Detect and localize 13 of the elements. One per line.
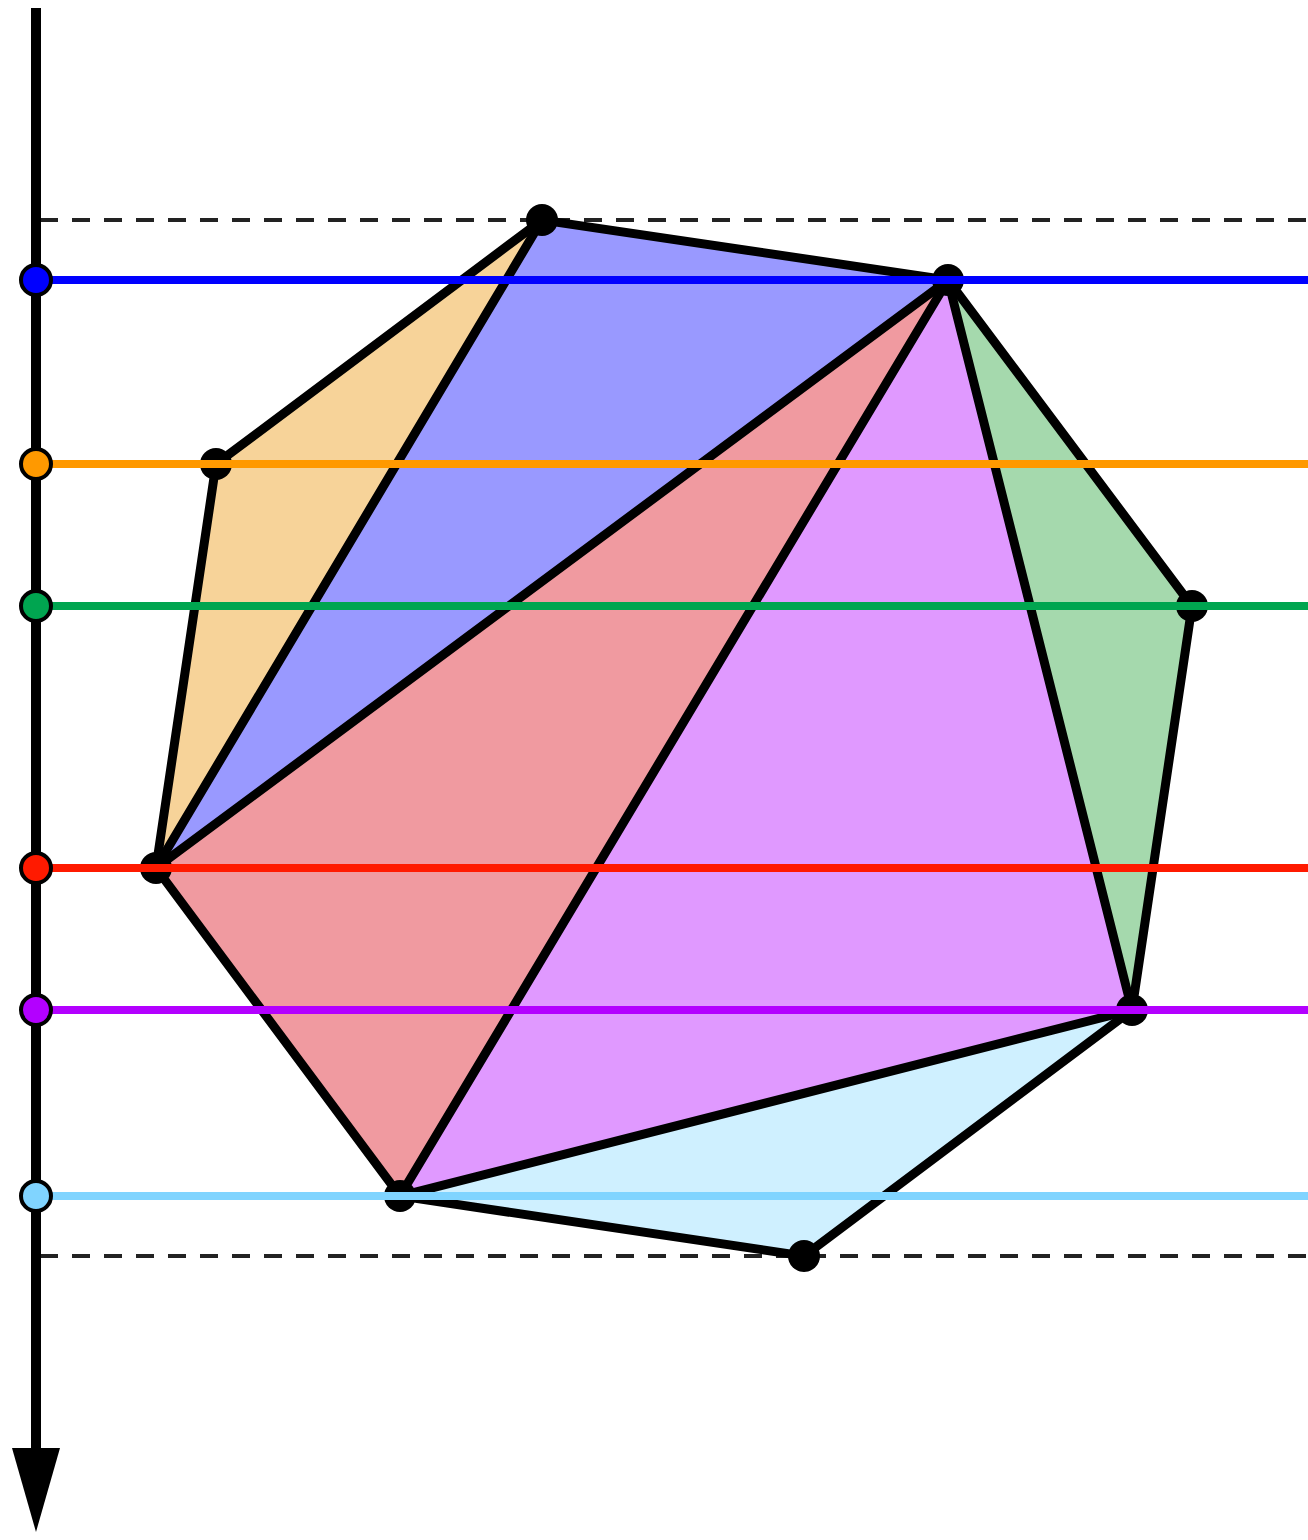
polygon-edge: [1129, 617, 1195, 999]
vertex-dot: [788, 1240, 820, 1272]
polygon-edge: [159, 229, 539, 859]
polygon-edge: [224, 225, 534, 459]
polygon-edge: [403, 289, 945, 1187]
polygon-edge: [812, 1015, 1124, 1251]
polygon-edge: [164, 285, 940, 863]
polygon-edge: [161, 876, 395, 1188]
polygon-edge: [411, 1009, 1121, 1197]
polygon-edge: [953, 288, 1187, 598]
vertex-dot: [526, 204, 558, 236]
polygon-edge: [947, 291, 1133, 999]
polygon-edge: [153, 475, 219, 857]
